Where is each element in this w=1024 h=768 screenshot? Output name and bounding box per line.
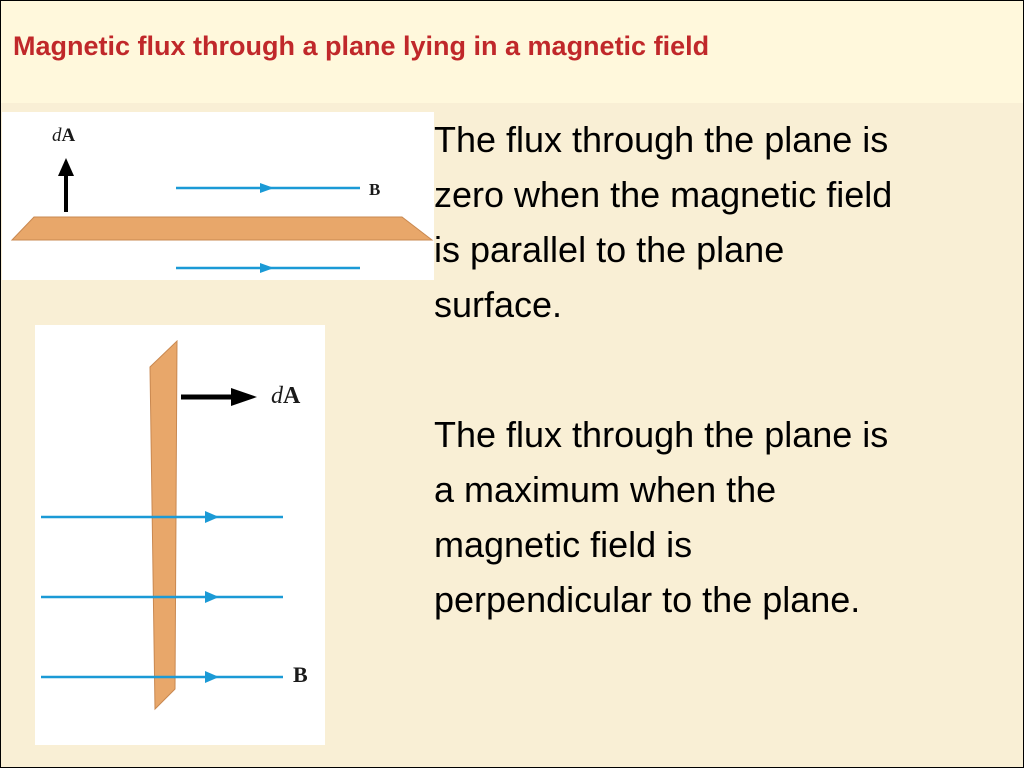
field-line-2-arrowhead	[205, 591, 219, 603]
slide-title: Magnetic flux through a plane lying in a…	[13, 31, 710, 61]
vertical-plane	[149, 339, 178, 711]
field-label: B	[369, 180, 380, 199]
horizontal-plane	[10, 216, 434, 241]
area-vector-arrowhead	[231, 388, 257, 406]
field-line-3-arrowhead	[205, 671, 219, 683]
field-label: B	[293, 662, 308, 687]
title-bar: Magnetic flux through a plane lying in a…	[1, 1, 1023, 103]
field-line-upper-arrowhead	[260, 183, 274, 193]
area-vector-label: dA	[52, 125, 76, 146]
parallel-field-diagram: dA B	[10, 125, 434, 273]
perpendicular-caption: The flux through the plane is a maximum …	[434, 414, 889, 620]
slide-content: dA B dA	[1, 103, 1023, 767]
perpendicular-field-figure: dA B	[35, 325, 325, 745]
perpendicular-field-diagram: dA B	[41, 339, 308, 711]
area-vector-arrowhead	[58, 158, 74, 176]
field-line-lower-arrowhead	[260, 263, 274, 273]
field-line-1-arrowhead	[205, 511, 219, 523]
parallel-field-figure: dA B	[2, 112, 434, 280]
parallel-caption: The flux through the plane is zero when …	[434, 119, 893, 325]
area-vector-label: dA	[271, 383, 301, 409]
